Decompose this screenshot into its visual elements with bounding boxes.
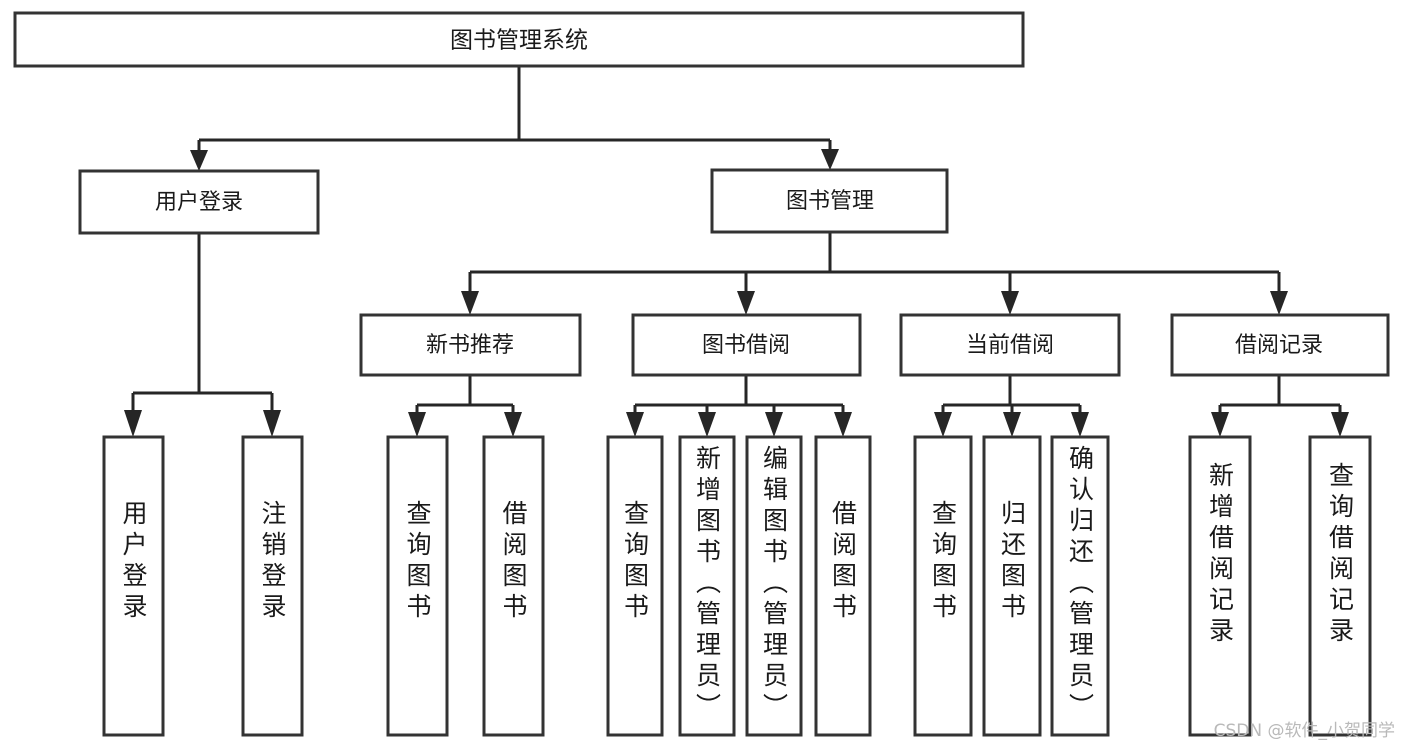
- node-leaf-borrow-book-1-box[interactable]: [482, 435, 545, 737]
- node-leaf-query-record-box[interactable]: [1308, 435, 1372, 737]
- connector-layer: [124, 66, 1349, 437]
- leaf-boxes: [102, 435, 1372, 737]
- arrow-to-user-login: [190, 150, 208, 171]
- arrow-to-book-manage: [821, 149, 839, 170]
- node-book-borrow[interactable]: 图书借阅: [631, 313, 862, 377]
- node-book-manage[interactable]: 图书管理: [710, 168, 949, 234]
- node-new-book-rec-box: [359, 313, 582, 377]
- node-book-borrow-label: 图书借阅: [702, 333, 790, 358]
- node-user-login-label: 用户登录: [155, 190, 243, 215]
- arrow-to-borrow-record: [1270, 291, 1288, 315]
- node-user-login[interactable]: 用户登录: [78, 169, 320, 235]
- node-user-login-box: [78, 169, 320, 235]
- node-book-manage-label: 图书管理: [786, 189, 874, 214]
- arrow-leaf-borrow-book-2: [834, 412, 852, 437]
- node-leaf-confirm-return-box[interactable]: [1050, 435, 1110, 737]
- node-root[interactable]: 图书管理系统: [13, 11, 1025, 68]
- arrow-leaf-user-login: [124, 410, 142, 437]
- node-borrow-record[interactable]: 借阅记录: [1170, 313, 1390, 377]
- node-leaf-add-record-box[interactable]: [1188, 435, 1252, 737]
- arrow-to-current-borrow: [1001, 291, 1019, 315]
- arrow-leaf-query-book-3: [934, 412, 952, 437]
- node-leaf-user-login-box[interactable]: [102, 435, 165, 737]
- arrow-leaf-query-book-1: [408, 412, 426, 437]
- arrow-to-book-borrow: [737, 291, 755, 315]
- node-leaf-edit-book-box[interactable]: [745, 435, 803, 737]
- arrow-leaf-borrow-book-1: [504, 412, 522, 437]
- node-borrow-record-label: 借阅记录: [1235, 333, 1323, 358]
- arrow-to-new-book-rec: [461, 291, 479, 315]
- node-current-borrow-label: 当前借阅: [966, 333, 1054, 358]
- node-root-label: 图书管理系统: [450, 28, 588, 54]
- node-current-borrow[interactable]: 当前借阅: [899, 313, 1121, 377]
- node-book-manage-box: [710, 168, 949, 234]
- arrow-leaf-confirm-return: [1071, 412, 1089, 437]
- node-leaf-return-book-box[interactable]: [982, 435, 1042, 737]
- node-leaf-borrow-book-2-box[interactable]: [814, 435, 872, 737]
- node-new-book-rec[interactable]: 新书推荐: [359, 313, 582, 377]
- arrow-leaf-return-book: [1003, 412, 1021, 437]
- node-borrow-record-box: [1170, 313, 1390, 377]
- arrow-leaf-query-record: [1331, 412, 1349, 437]
- node-root-box: [13, 11, 1025, 68]
- node-leaf-add-book-box[interactable]: [678, 435, 736, 737]
- node-leaf-query-book-3-box[interactable]: [913, 435, 973, 737]
- node-leaf-logout-box[interactable]: [241, 435, 304, 737]
- node-leaf-query-book-2-box[interactable]: [606, 435, 664, 737]
- arrow-leaf-add-record: [1211, 412, 1229, 437]
- node-leaf-query-book-1-box[interactable]: [386, 435, 449, 737]
- node-book-borrow-box: [631, 313, 862, 377]
- node-current-borrow-box: [899, 313, 1121, 377]
- node-new-book-rec-label: 新书推荐: [426, 333, 514, 358]
- arrow-leaf-edit-book: [765, 412, 783, 437]
- arrow-leaf-add-book: [698, 412, 716, 437]
- arrow-leaf-query-book-2: [626, 412, 644, 437]
- arrow-leaf-logout: [263, 410, 281, 437]
